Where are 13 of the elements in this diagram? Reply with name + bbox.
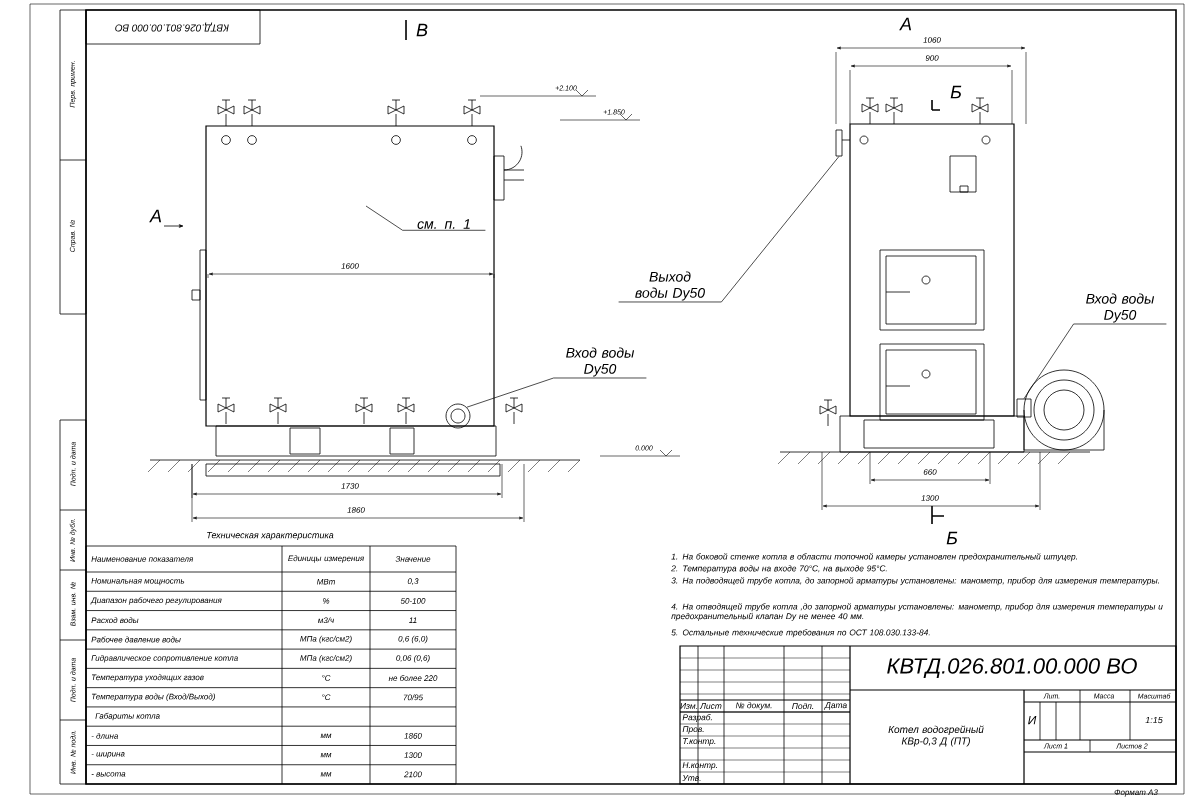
view-letter: А [899, 17, 912, 31]
view-letter: Б [946, 531, 958, 545]
view-letter: А [149, 209, 162, 223]
pipe-fitting [835, 129, 843, 157]
pipe-fitting [1016, 398, 1032, 418]
flange-circle [445, 403, 471, 429]
leader-line [1023, 323, 1167, 399]
view-letter: Б [950, 85, 962, 99]
leader-line [618, 156, 840, 303]
leader-line [365, 205, 486, 231]
view-letter: В [416, 23, 428, 37]
document-code: КВТД.026.801.00.000 ВО [887, 658, 1137, 678]
leader-line [466, 377, 647, 408]
